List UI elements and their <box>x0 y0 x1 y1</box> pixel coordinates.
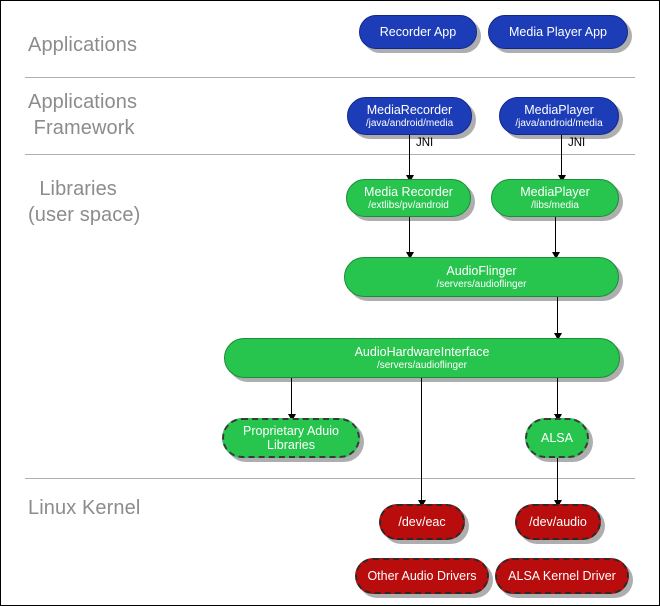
node-alsa-kernel-driver[interactable]: ALSA Kernel Driver <box>495 558 629 594</box>
node-mediaplayer-framework[interactable]: MediaPlayer /java/android/media <box>499 97 619 135</box>
node-recorder-app-title: Recorder App <box>379 25 457 39</box>
node-recorder-app[interactable]: Recorder App <box>359 15 477 49</box>
node-other-audio-drivers-title: Other Audio Drivers <box>367 569 477 583</box>
connector-ahi-to-alsa <box>557 378 558 416</box>
divider-framework <box>25 154 635 155</box>
node-other-audio-drivers[interactable]: Other Audio Drivers <box>355 558 489 594</box>
node-media-player-app-title: Media Player App <box>509 25 607 39</box>
connector-ahi-to-dev-eac <box>421 378 422 502</box>
arrowhead-audioflinger-to-audiohardwareinterface <box>554 333 562 340</box>
node-mediaplayer-lib[interactable]: MediaPlayer /libs/media <box>491 179 619 217</box>
connector-ahi-to-proprietary-libs <box>291 378 292 416</box>
node-audioflinger-path: /servers/audioflinger <box>436 278 527 290</box>
arrowhead-media-recorder-to-audioflinger <box>406 252 414 259</box>
node-mediarecorder-framework-path: /java/android/media <box>365 117 454 129</box>
layer-label-libraries: Libraries (user space) <box>28 178 141 226</box>
node-mediaplayer-framework-title: MediaPlayer <box>524 102 594 117</box>
node-proprietary-audio-libs-title: Proprietary Aduio Libraries <box>243 424 339 452</box>
layer-label-applications-framework: Applications Framework <box>28 91 138 139</box>
node-mediarecorder-framework-title: MediaRecorder <box>366 102 453 117</box>
connector-label-jni-player: JNI <box>568 137 586 149</box>
connector-mediarecorder-jni <box>409 135 410 177</box>
node-media-recorder-lib[interactable]: Media Recorder /extlibs/pv/android <box>346 179 471 217</box>
node-alsa-title: ALSA <box>541 431 573 445</box>
node-audiohardwareinterface-path: /servers/audioflinger <box>376 359 468 371</box>
layer-label-applications: Applications <box>28 34 138 56</box>
node-dev-audio-title: /dev/audio <box>529 515 587 529</box>
node-alsa[interactable]: ALSA <box>525 418 589 458</box>
node-alsa-kernel-driver-title: ALSA Kernel Driver <box>508 569 616 583</box>
connector-mediaplayer-to-audioflinger <box>555 217 556 254</box>
node-mediaplayer-lib-path: /libs/media <box>531 199 579 211</box>
node-dev-audio[interactable]: /dev/audio <box>515 504 601 540</box>
node-mediaplayer-lib-title: MediaPlayer <box>520 184 590 199</box>
connector-alsa-to-dev-audio <box>557 458 558 502</box>
node-audioflinger[interactable]: AudioFlinger /servers/audioflinger <box>344 257 619 297</box>
connector-audioflinger-to-audiohardwareinterface <box>557 297 558 335</box>
divider-applications <box>25 77 635 78</box>
node-audioflinger-title: AudioFlinger <box>446 263 517 278</box>
node-media-recorder-lib-title: Media Recorder <box>364 184 453 199</box>
node-media-player-app[interactable]: Media Player App <box>488 15 628 49</box>
node-audiohardwareinterface[interactable]: AudioHardwareInterface /servers/audiofli… <box>224 338 620 378</box>
layer-label-linux-kernel: Linux Kernel <box>28 497 141 519</box>
connector-media-recorder-to-audioflinger <box>409 217 410 254</box>
node-mediarecorder-framework[interactable]: MediaRecorder /java/android/media <box>347 97 472 135</box>
arrowhead-mediaplayer-to-audioflinger <box>552 252 560 259</box>
node-proprietary-audio-libs[interactable]: Proprietary Aduio Libraries <box>222 418 360 458</box>
divider-libraries <box>25 478 635 479</box>
node-media-recorder-lib-path: /extlibs/pv/android <box>368 199 449 211</box>
node-dev-eac[interactable]: /dev/eac <box>379 504 465 540</box>
connector-label-jni-recorder: JNI <box>416 137 434 149</box>
node-mediaplayer-framework-path: /java/android/media <box>515 117 603 129</box>
connector-mediaplayer-jni <box>561 135 562 177</box>
node-audiohardwareinterface-title: AudioHardwareInterface <box>354 344 490 359</box>
node-dev-eac-title: /dev/eac <box>398 515 446 529</box>
